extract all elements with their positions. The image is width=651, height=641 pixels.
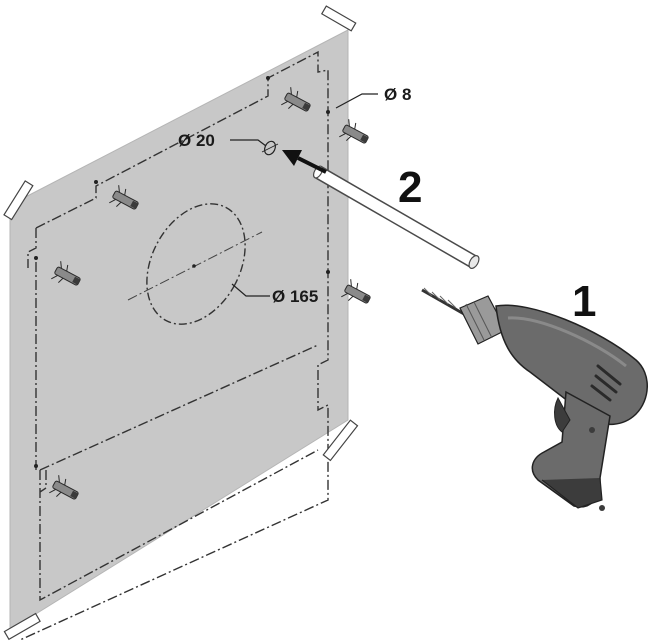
- cable-hole-leader: [230, 139, 267, 147]
- tape-strip-bottom: [3, 612, 41, 641]
- step-insert-number: 2: [398, 163, 422, 212]
- wall-plug-icon: [51, 261, 81, 286]
- duct-hole-outline: [146, 203, 246, 325]
- power-drill-icon: [421, 287, 648, 511]
- duct-hole-diameter-label: Ø 165: [272, 287, 318, 306]
- wall-plug-icon: [49, 475, 79, 500]
- duct-hole-leader: [231, 283, 270, 297]
- wall-plug-icon: [341, 279, 371, 304]
- duct-hole-center: [192, 264, 196, 268]
- insert-arrow-icon: [282, 150, 327, 174]
- mounting-template-sheet: [9, 29, 349, 631]
- tape-strip-top: [320, 5, 357, 32]
- tape-strip-right: [322, 419, 359, 462]
- wall-plug-icon: [109, 185, 139, 210]
- wall-tube-icon: [312, 165, 480, 269]
- cable-hole-diameter-label: Ø 20: [178, 131, 215, 150]
- dowel-hole-diameter-label: Ø 8: [384, 85, 411, 104]
- hole-marker-dots: [34, 76, 330, 468]
- template-dashed-outline: [19, 50, 329, 641]
- wall-plug-icon: [339, 119, 369, 144]
- dowel-hole-leader: [335, 93, 378, 109]
- cable-hole-cross: [261, 143, 279, 153]
- wall-plug-icon: [281, 87, 311, 112]
- step-drill-number: 1: [572, 277, 596, 326]
- template-dashed-lower-box: [39, 344, 319, 602]
- tape-strip-left: [3, 180, 34, 221]
